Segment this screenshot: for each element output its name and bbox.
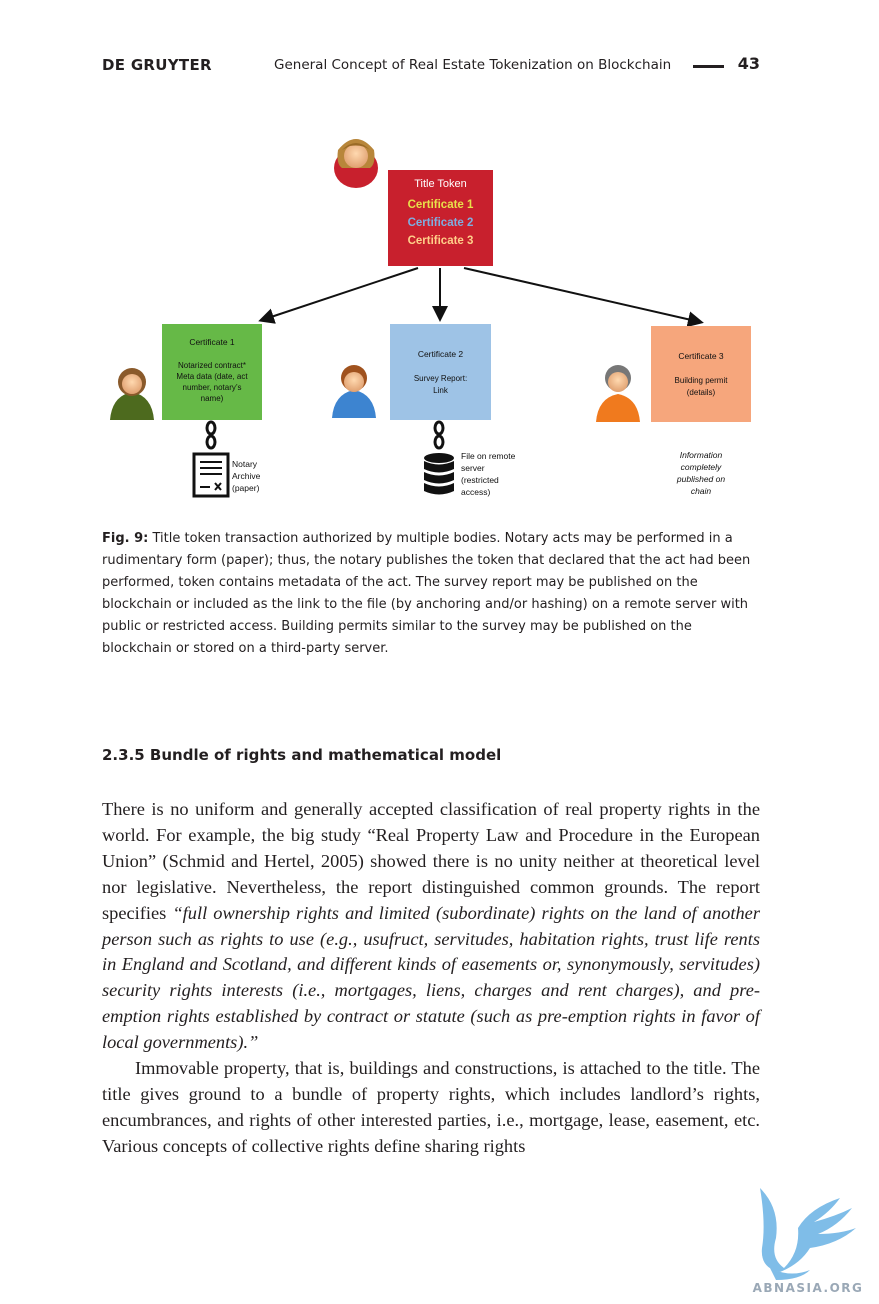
chain-link-icon [433,420,445,450]
cert1-line-4: name) [201,394,224,403]
page-header: DE GRUYTER General Concept of Real Estat… [102,54,762,78]
surveyor-avatar-icon [332,365,376,418]
published-line-4: chain [691,486,712,496]
authority-avatar-icon [596,365,640,422]
paragraph-1: There is no uniform and generally accept… [102,797,760,1056]
archive-line-2: Archive [232,471,261,481]
cert2-line-1: Survey Report: [414,374,467,383]
published-line-1: Information [680,450,723,460]
figure-caption-text: Title token transaction authorized by mu… [102,531,751,656]
figure-label: Fig. 9: [102,531,149,546]
watermark-logo: ABNASIA.ORG [753,1188,864,1295]
cert3-line-2: (details) [687,388,716,397]
published-line-3: published on [676,474,725,484]
remote-line-3: (restricted [461,475,499,485]
cert3-title: Certificate 3 [678,351,724,361]
archive-line-1: Notary [232,459,258,469]
title-token-cert-3: Certificate 3 [408,235,474,247]
woman-avatar-icon [334,139,378,188]
cert1-line-2: Meta data (date, act [176,372,248,381]
body-text: There is no uniform and generally accept… [102,797,760,1160]
cert2-line-2: Link [433,386,449,395]
publisher-brand: DE GRUYTER [102,56,212,74]
cert1-title: Certificate 1 [189,337,235,347]
remote-line-1: File on remote [461,451,516,461]
cert3-line-1: Building permit [675,376,729,385]
chain-link-icon [205,420,217,450]
remote-line-4: access) [461,487,490,497]
title-token-cert-1: Certificate 1 [408,199,474,211]
notary-avatar-icon [110,368,154,420]
certificate-3-box: Certificate 3 Building permit (details) [651,326,751,422]
certificate-1-box: Certificate 1 Notarized contract* Meta d… [162,324,262,420]
cert1-line-1: Notarized contract* [178,361,246,370]
archive-line-3: (paper) [232,483,260,493]
paragraph-1-quote: “full ownership rights and limited (subo… [102,902,760,1053]
section-heading: 2.3.5 Bundle of rights and mathematical … [102,746,502,764]
paragraph-2: Immovable property, that is, buildings a… [102,1058,760,1156]
paragraph-1-text: There is no uniform and generally accept… [102,799,760,923]
cert2-title: Certificate 2 [418,349,464,359]
figure-9-diagram: Title Token Certificate 1 Certificate 2 … [110,139,751,498]
header-rule [693,65,724,68]
watermark-text: ABNASIA.ORG [753,1281,864,1295]
published-line-2: completely [681,462,722,472]
figure-caption: Fig. 9: Title token transaction authoriz… [102,528,762,660]
arrow-to-cert3 [463,267,704,328]
cert1-line-3: number, notary’s [183,383,242,392]
title-token-label: Title Token [414,178,467,190]
paper-document-icon [192,452,230,498]
running-title: General Concept of Real Estate Tokenizat… [274,57,672,73]
title-token-cert-2: Certificate 2 [408,217,474,229]
page-number: 43 [737,54,760,73]
certificate-2-box: Certificate 2 Survey Report: Link [390,324,491,420]
title-token-box: Title Token Certificate 1 Certificate 2 … [388,170,493,266]
database-icon [424,453,454,495]
remote-line-2: server [461,463,485,473]
arrow-to-cert1 [258,267,419,324]
